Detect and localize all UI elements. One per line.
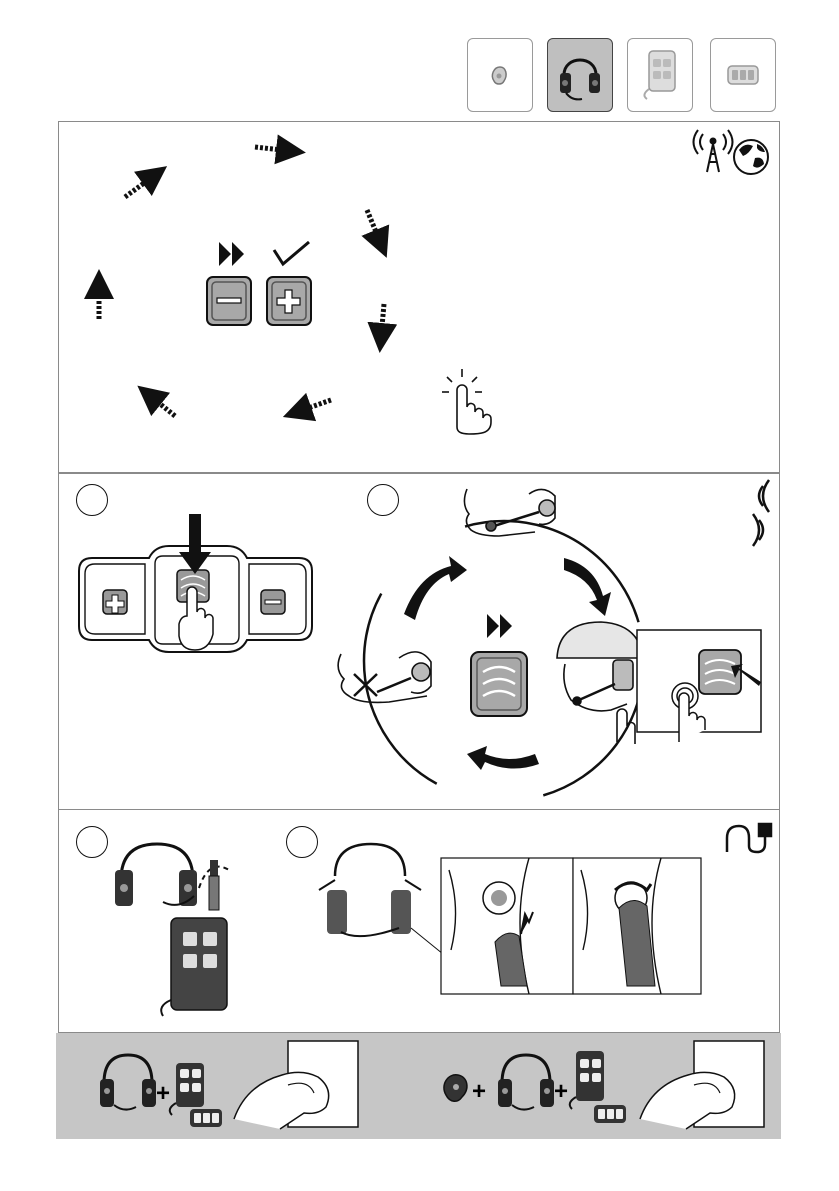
cycle-arrow	[467, 746, 539, 770]
cycle-arrow	[564, 558, 611, 616]
inset-mode-press	[637, 630, 761, 742]
control-pad	[79, 514, 312, 652]
globe-icon	[734, 140, 768, 174]
connector-closeup-2	[573, 858, 701, 994]
mode-button-large[interactable]	[471, 652, 527, 716]
plus-separator: +	[554, 1078, 568, 1105]
step-marker	[76, 484, 108, 516]
headset-icon	[554, 45, 606, 105]
plus-separator: +	[156, 1080, 170, 1107]
panel-cable-connect	[58, 809, 780, 1033]
step-marker	[367, 484, 399, 516]
headset-icon	[498, 1055, 554, 1110]
earplug-icon	[480, 55, 520, 95]
headset-cable-attached-illustration	[319, 844, 443, 954]
helmet-user-illustration	[557, 622, 643, 744]
manual-page-illustration	[234, 1041, 358, 1129]
control-unit-icon	[570, 1051, 604, 1109]
headset-boom-mic-illustration	[464, 489, 555, 536]
push-to-talk-icon	[594, 1105, 626, 1123]
manual-page-illustration	[640, 1041, 764, 1129]
kit-1: +	[100, 1041, 358, 1129]
panel-button-cycle	[58, 121, 780, 473]
plus-separator: +	[472, 1078, 486, 1105]
headset-muted-illustration	[338, 652, 431, 703]
tab-control-unit[interactable]	[627, 38, 693, 112]
connector-closeup-1	[441, 858, 573, 994]
push-to-talk-icon	[190, 1109, 222, 1127]
tab-earplug[interactable]	[467, 38, 533, 112]
cycle-arrow	[404, 556, 467, 620]
tap-hand-icon	[442, 369, 491, 434]
kit-2: + +	[444, 1041, 764, 1129]
step-marker	[286, 826, 318, 858]
earplug-icon	[444, 1075, 467, 1101]
checkmark-icon	[274, 242, 309, 264]
cable-plug-icon	[727, 824, 771, 852]
headset-icon	[100, 1055, 156, 1110]
radio-tower-icon	[694, 130, 733, 172]
minus-button[interactable]	[207, 277, 251, 325]
fast-forward-icon	[219, 242, 244, 266]
panel-mode-cycle	[58, 473, 780, 810]
tab-push-to-talk[interactable]	[710, 38, 776, 112]
fast-forward-icon	[487, 614, 512, 638]
step-marker	[76, 826, 108, 858]
control-unit-icon	[635, 45, 685, 105]
headset-to-control-unit-illustration	[115, 844, 229, 1016]
tab-headset[interactable]	[547, 38, 613, 112]
push-to-talk-icon	[726, 63, 760, 87]
plus-button[interactable]	[267, 277, 311, 325]
wireless-signal-icon	[753, 480, 769, 546]
control-unit-icon	[170, 1063, 204, 1115]
footer-kit-contents: + +	[56, 1033, 781, 1139]
